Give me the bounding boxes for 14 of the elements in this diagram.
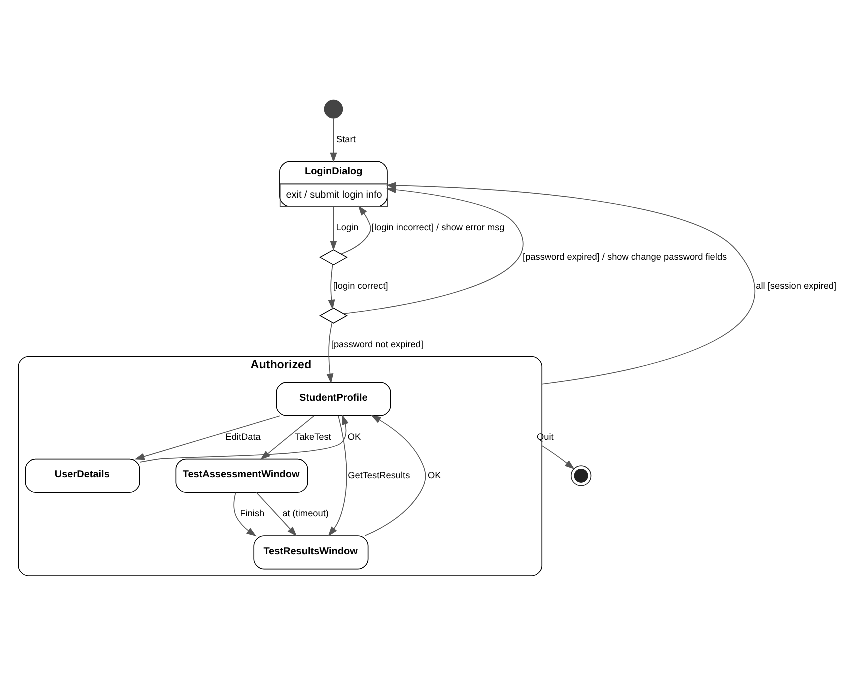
edge-label: OK (348, 431, 362, 442)
edge-label: Start (336, 134, 356, 144)
edge-label: [password expired] / show change password fields (523, 251, 728, 262)
edge-label: [login correct] (333, 280, 388, 291)
edge-label: [password not expired] (331, 338, 424, 349)
edge-label: at (timeout) (282, 508, 329, 518)
edge-label: Login (336, 222, 359, 232)
edge-label: TakeTest (295, 431, 332, 442)
edge-label: all [session expired] (756, 280, 837, 291)
edge-label: EditData (226, 431, 261, 442)
edge-label: Finish (240, 508, 265, 518)
edge-label: OK (428, 470, 442, 480)
edge-label: GetTestResults (348, 470, 410, 480)
edge-label: [login incorrect] / show error msg (372, 222, 505, 232)
